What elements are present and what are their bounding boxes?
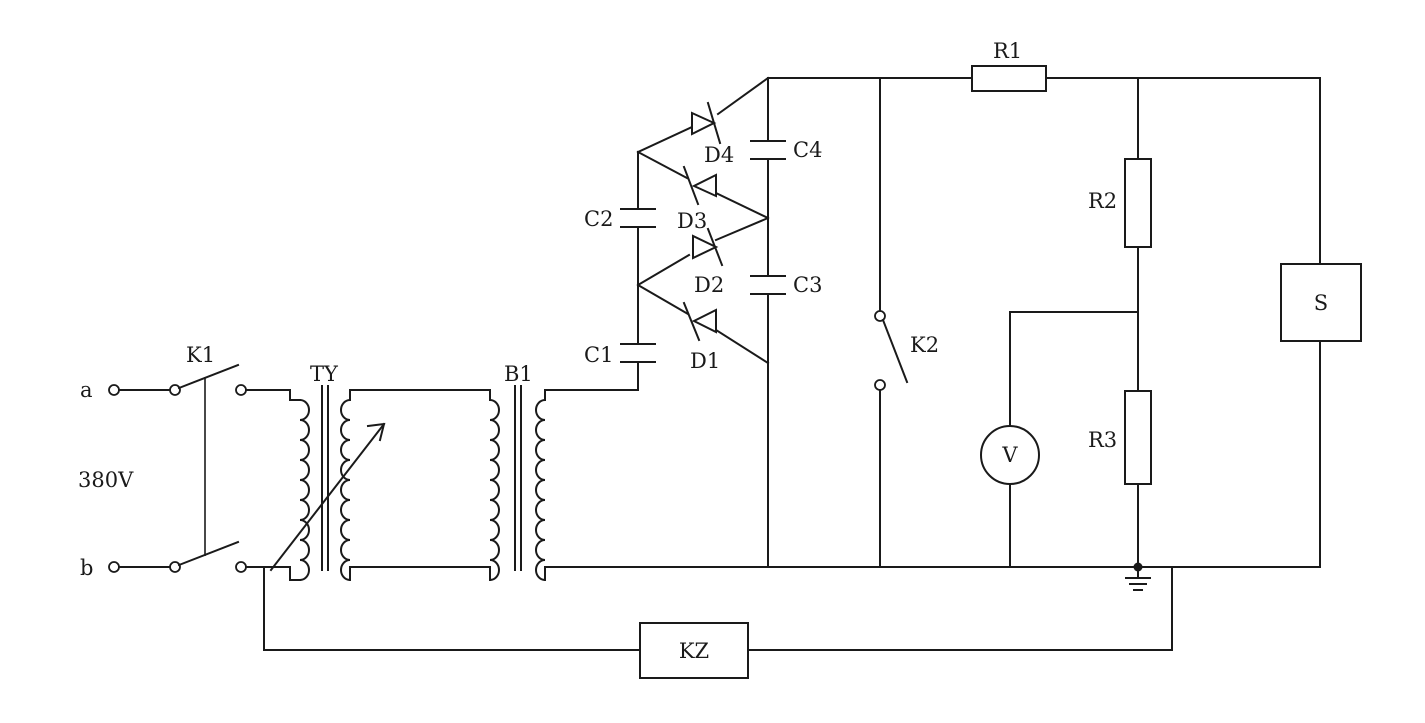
capacitor-c4-label: C4 (793, 138, 822, 162)
capacitor-c3[interactable]: C3 (750, 273, 822, 297)
resistor-r3[interactable]: R3 (1088, 390, 1152, 485)
capacitor-c4[interactable]: C4 (750, 138, 822, 162)
controller-kz-label: KZ (679, 639, 709, 663)
regulator-ty-label: TY (310, 362, 339, 386)
resistor-r3-label: R3 (1088, 428, 1117, 452)
resistor-r2-label: R2 (1088, 189, 1117, 213)
capacitor-c1[interactable]: C1 (584, 343, 656, 368)
voltmeter-label: V (1001, 443, 1018, 467)
diode-d2-label: D2 (694, 273, 724, 297)
divider-branch (1009, 77, 1139, 568)
capacitor-c3-label: C3 (793, 273, 822, 297)
controller-kz[interactable]: KZ (639, 622, 749, 679)
sample-s-label: S (1314, 291, 1328, 315)
diode-d3-label: D3 (677, 209, 707, 233)
diode-d2[interactable]: D2 (692, 227, 724, 297)
regulator-ty[interactable]: TY (245, 362, 386, 582)
supply-voltage-label: 380V (78, 468, 134, 492)
resistor-r1[interactable]: R1 (971, 39, 1047, 92)
voltage-multiplier: C1 C2 C4 C3 (584, 76, 822, 568)
resistor-r2[interactable]: R2 (1088, 158, 1152, 248)
transformer-b1-label: B1 (504, 362, 533, 386)
transformer-b1[interactable]: B1 (349, 362, 769, 582)
capacitor-c1-label: C1 (584, 343, 613, 367)
capacitor-c2[interactable]: C2 (584, 207, 656, 231)
sample-s[interactable]: S (1280, 77, 1362, 568)
switch-k2[interactable]: K2 (874, 77, 939, 568)
resistor-r1-label: R1 (993, 39, 1022, 63)
controller-loop (263, 566, 1173, 651)
terminal-b-label: b (80, 556, 93, 580)
voltmeter[interactable]: V (980, 425, 1040, 485)
diode-d4-label: D4 (704, 143, 734, 167)
diode-d1[interactable]: D1 (682, 301, 720, 373)
switch-k2-label: K2 (910, 333, 939, 357)
switch-k1-label: K1 (186, 343, 215, 367)
terminal-a-label: a (80, 378, 93, 402)
terminal-b[interactable] (108, 561, 120, 573)
capacitor-c2-label: C2 (584, 207, 613, 231)
diode-d1-label: D1 (690, 349, 720, 373)
switch-k1[interactable]: K1 (118, 343, 247, 573)
diode-d3[interactable]: D3 (677, 165, 717, 233)
ground-icon (1125, 566, 1151, 591)
diode-d4[interactable]: D4 (691, 101, 734, 167)
input-terminals: a b 380V (78, 378, 134, 580)
bottom-rail (767, 562, 1321, 572)
terminal-a[interactable] (108, 384, 120, 396)
